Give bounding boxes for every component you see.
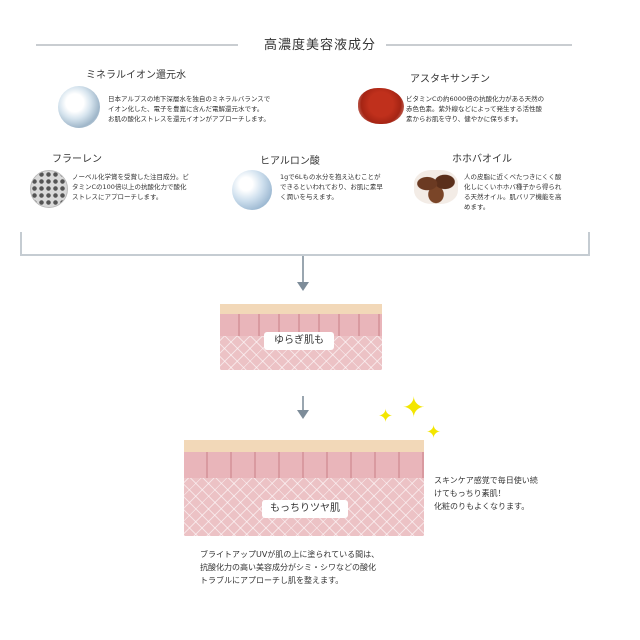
hyaluronic-droplet-icon <box>232 170 272 210</box>
arrow-down-icon <box>297 410 309 419</box>
ingredient-name-fullerene: フラーレン <box>52 154 102 165</box>
ingredient-desc-hyaluronic-acid: 1gで6Lもの水分を抱え込むことが できるといわれており、お肌に素早 く潤いを与… <box>280 173 383 201</box>
skin-before-illustration <box>220 304 382 370</box>
side-note: スキンケア感覚で毎日使い続 けてもっちり素肌！ 化粧のりもよくなります。 <box>434 476 538 511</box>
page-title: 高濃度美容液成分 <box>263 38 376 53</box>
ingredient-desc-astaxanthin: ビタミンCの約6000倍の抗酸化力がある天然の 赤色色素。紫外線などによって発生… <box>406 95 545 123</box>
bottom-description: ブライトアップUVが肌の上に塗られている間は、 抗酸化力の高い美容成分がシミ・シ… <box>200 550 380 585</box>
ingredient-desc-jojoba-oil: 人の皮脂に近くべたつきにくく酸 化しにくいホホバ種子から得られ る天然オイル。肌… <box>464 173 562 211</box>
skin-after-illustration <box>184 440 424 536</box>
ingredient-name-jojoba-oil: ホホバオイル <box>452 154 512 165</box>
arrow-down-2-shaft <box>302 396 304 410</box>
arrow-down-icon <box>297 282 309 291</box>
skin-before-label: ゆらぎ肌も <box>264 332 334 350</box>
fullerene-molecule-icon <box>30 170 68 208</box>
title-rule-right <box>386 44 572 46</box>
skin-after-label: もっちりツヤ肌 <box>262 500 348 518</box>
jojoba-seeds-icon <box>414 170 458 204</box>
water-splash-icon <box>58 86 100 128</box>
ingredient-desc-fullerene: ノーベル化学賞を受賞した注目成分。ビ タミンCの100倍以上の抗酸化力で酸化 ス… <box>72 173 189 201</box>
sparkle-star-icon: ✦ <box>378 406 394 427</box>
title-rule-left <box>36 44 238 46</box>
ingredient-desc-mineral-water: 日本アルプスの地下深層水を独自のミネラルバランスで イオン化した、電子を豊富に含… <box>108 95 271 123</box>
arrow-down-1-shaft <box>302 256 304 282</box>
ingredient-name-hyaluronic-acid: ヒアルロン酸 <box>260 156 320 167</box>
ingredient-name-astaxanthin: アスタキサンチン <box>410 74 490 85</box>
sparkle-star-icon: ✦ <box>426 422 442 443</box>
red-powder-icon <box>358 88 404 124</box>
sparkle-star-icon: ✦ <box>402 391 426 424</box>
ingredients-bracket <box>20 232 590 256</box>
ingredient-name-mineral-water: ミネラルイオン還元水 <box>86 70 186 81</box>
